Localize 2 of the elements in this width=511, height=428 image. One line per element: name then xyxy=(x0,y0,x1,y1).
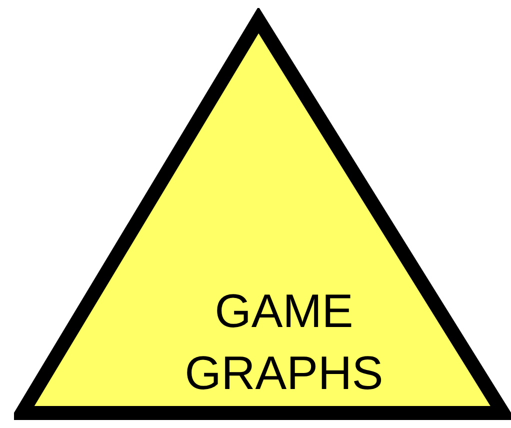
triangle-shape xyxy=(14,8,511,421)
node-label: GAME GRAPHS xyxy=(184,283,384,401)
